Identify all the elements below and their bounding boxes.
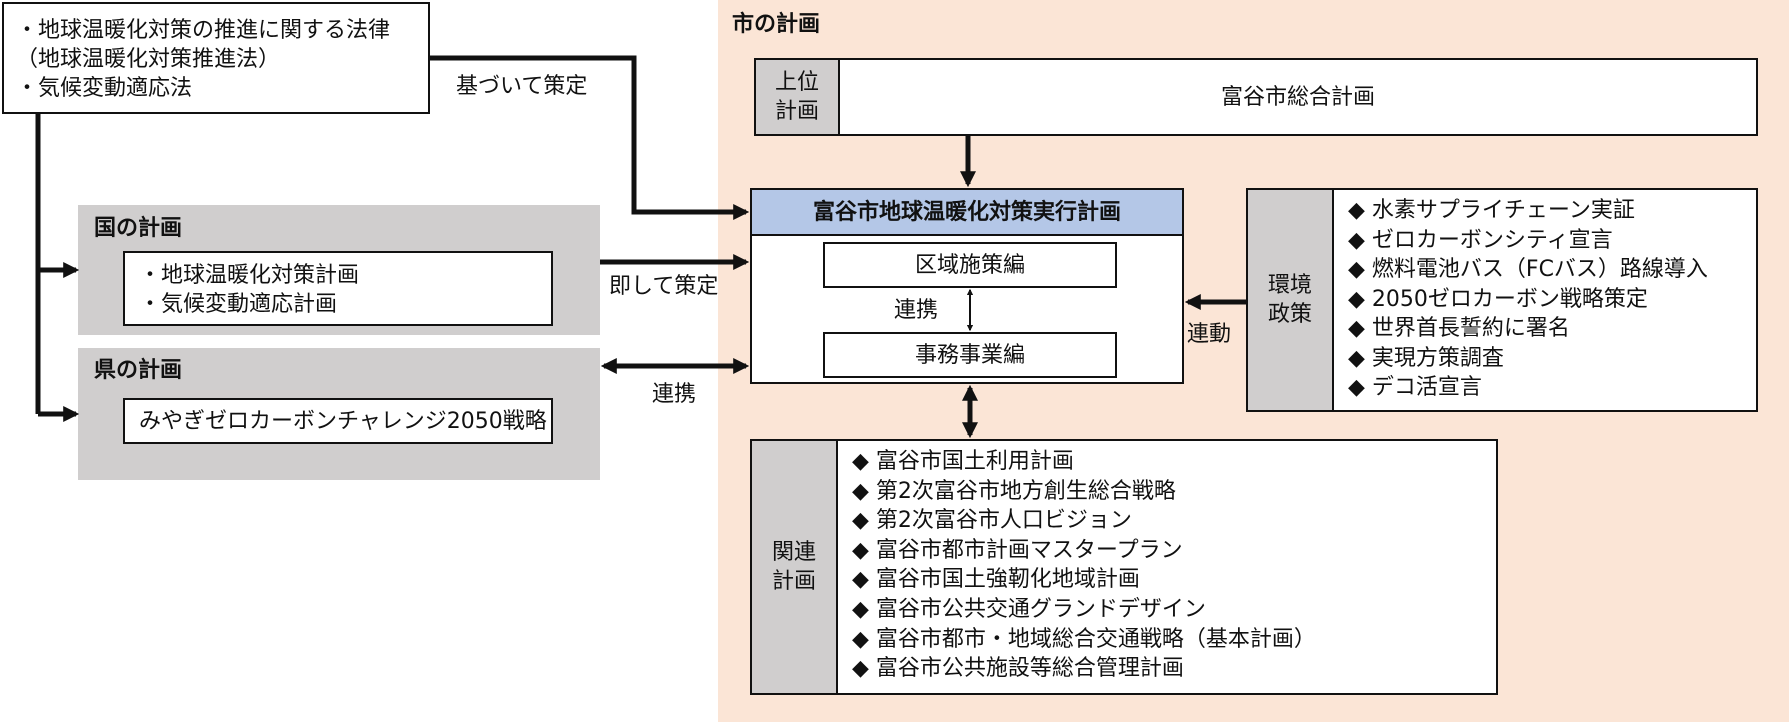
related-plan-item: ◆ 富谷市都市・地域総合交通戦略（基本計画） [852,626,1316,652]
law-line: ・地球温暖化対策の推進に関する法律 [16,18,391,43]
label-cooperation-inner: 連携 [894,298,939,323]
related-plan-item: ◆ 富谷市国土強靭化地域計画 [852,567,1140,593]
city-plan-title: 市の計画 [732,12,821,37]
regional-measures-box: 区域施策編 [823,242,1117,288]
environment-label-line: 環境 [1267,273,1312,298]
label-cooperation-prefecture: 連携 [652,382,697,407]
national-plan-box: ・地球温暖化対策計画 ・気候変動適応計画 [123,251,553,326]
label-in-line-with: 即して策定 [609,274,719,299]
prefecture-plan-item: みやぎゼロカーボンチャレンジ2050戦略 [139,409,547,434]
upper-plan-label-line: 計画 [774,99,819,124]
label-linkage: 連動 [1187,322,1232,347]
related-label-line: 計画 [771,569,816,594]
environment-policy-item: ◆ ゼロカーボンシティ宣言 [1348,227,1613,253]
upper-plan-box: 上位 計画 富谷市総合計画 [754,58,1758,136]
upper-plan-label: 上位 計画 [756,60,840,134]
environment-policy-label: 環境 政策 [1248,190,1334,410]
related-plans-list: ◆ 富谷市国土利用計画 ◆ 第2次富谷市地方創生総合戦略 ◆ 第2次富谷市人口ビ… [838,441,1316,693]
environment-policy-list: ◆ 水素サプライチェーン実証 ◆ ゼロカーボンシティ宣言 ◆ 燃料電池バス（FC… [1334,190,1708,410]
related-plan-item: ◆ 第2次富谷市地方創生総合戦略 [852,478,1176,504]
national-plan-title: 国の計画 [94,216,183,241]
related-plan-item: ◆ 富谷市公共施設等総合管理計画 [852,656,1184,682]
environment-policy-item: ◆ 世界首長誓約に署名 [1348,316,1570,341]
environment-policy-item: ◆ 実現方策調査 [1348,345,1504,371]
upper-plan-label-line: 上位 [774,70,819,95]
prefecture-plan-title: 県の計画 [94,358,183,383]
environment-policy-box: 環境 政策 ◆ 水素サプライチェーン実証 ◆ ゼロカーボンシティ宣言 ◆ 燃料電… [1246,188,1758,412]
related-plan-item: ◆ 富谷市公共交通グランドデザイン [852,596,1206,622]
law-line: ・気候変動適応法 [16,76,193,101]
law-line: （地球温暖化対策推進法） [16,47,281,72]
arrow-laws-to-main [430,55,750,221]
related-label-line: 関連 [771,540,816,565]
related-plans-label: 関連 計画 [752,441,838,693]
environment-policy-item: ◆ デコ活宣言 [1348,375,1482,400]
prefecture-plan-box: みやぎゼロカーボンチャレンジ2050戦略 [123,398,553,444]
related-plan-item: ◆ 第2次富谷市人口ビジョン [852,508,1132,534]
environment-label-line: 政策 [1267,302,1312,327]
related-plan-item: ◆ 富谷市都市計画マスタープラン [852,537,1183,563]
related-plans-box: 関連 計画 ◆ 富谷市国土利用計画 ◆ 第2次富谷市地方創生総合戦略 ◆ 第2次… [750,439,1498,695]
national-plan-item: ・地球温暖化対策計画 [139,263,360,288]
office-operations-box: 事務事業編 [823,332,1117,378]
environment-policy-item: ◆ 燃料電池バス（FCバス）路線導入 [1348,257,1708,282]
national-plan-item: ・気候変動適応計画 [139,292,338,317]
upper-plan-name: 富谷市総合計画 [1220,84,1375,110]
label-based-on: 基づいて策定 [456,74,588,99]
related-plan-item: ◆ 富谷市国土利用計画 [852,449,1074,474]
laws-box: ・地球温暖化対策の推進に関する法律 （地球温暖化対策推進法） ・気候変動適応法 [2,2,430,114]
environment-policy-item: ◆ 水素サプライチェーン実証 [1348,198,1635,223]
environment-policy-item: ◆ 2050ゼロカーボン戦略策定 [1348,286,1648,312]
main-plan-title: 富谷市地球温暖化対策実行計画 [752,190,1182,236]
